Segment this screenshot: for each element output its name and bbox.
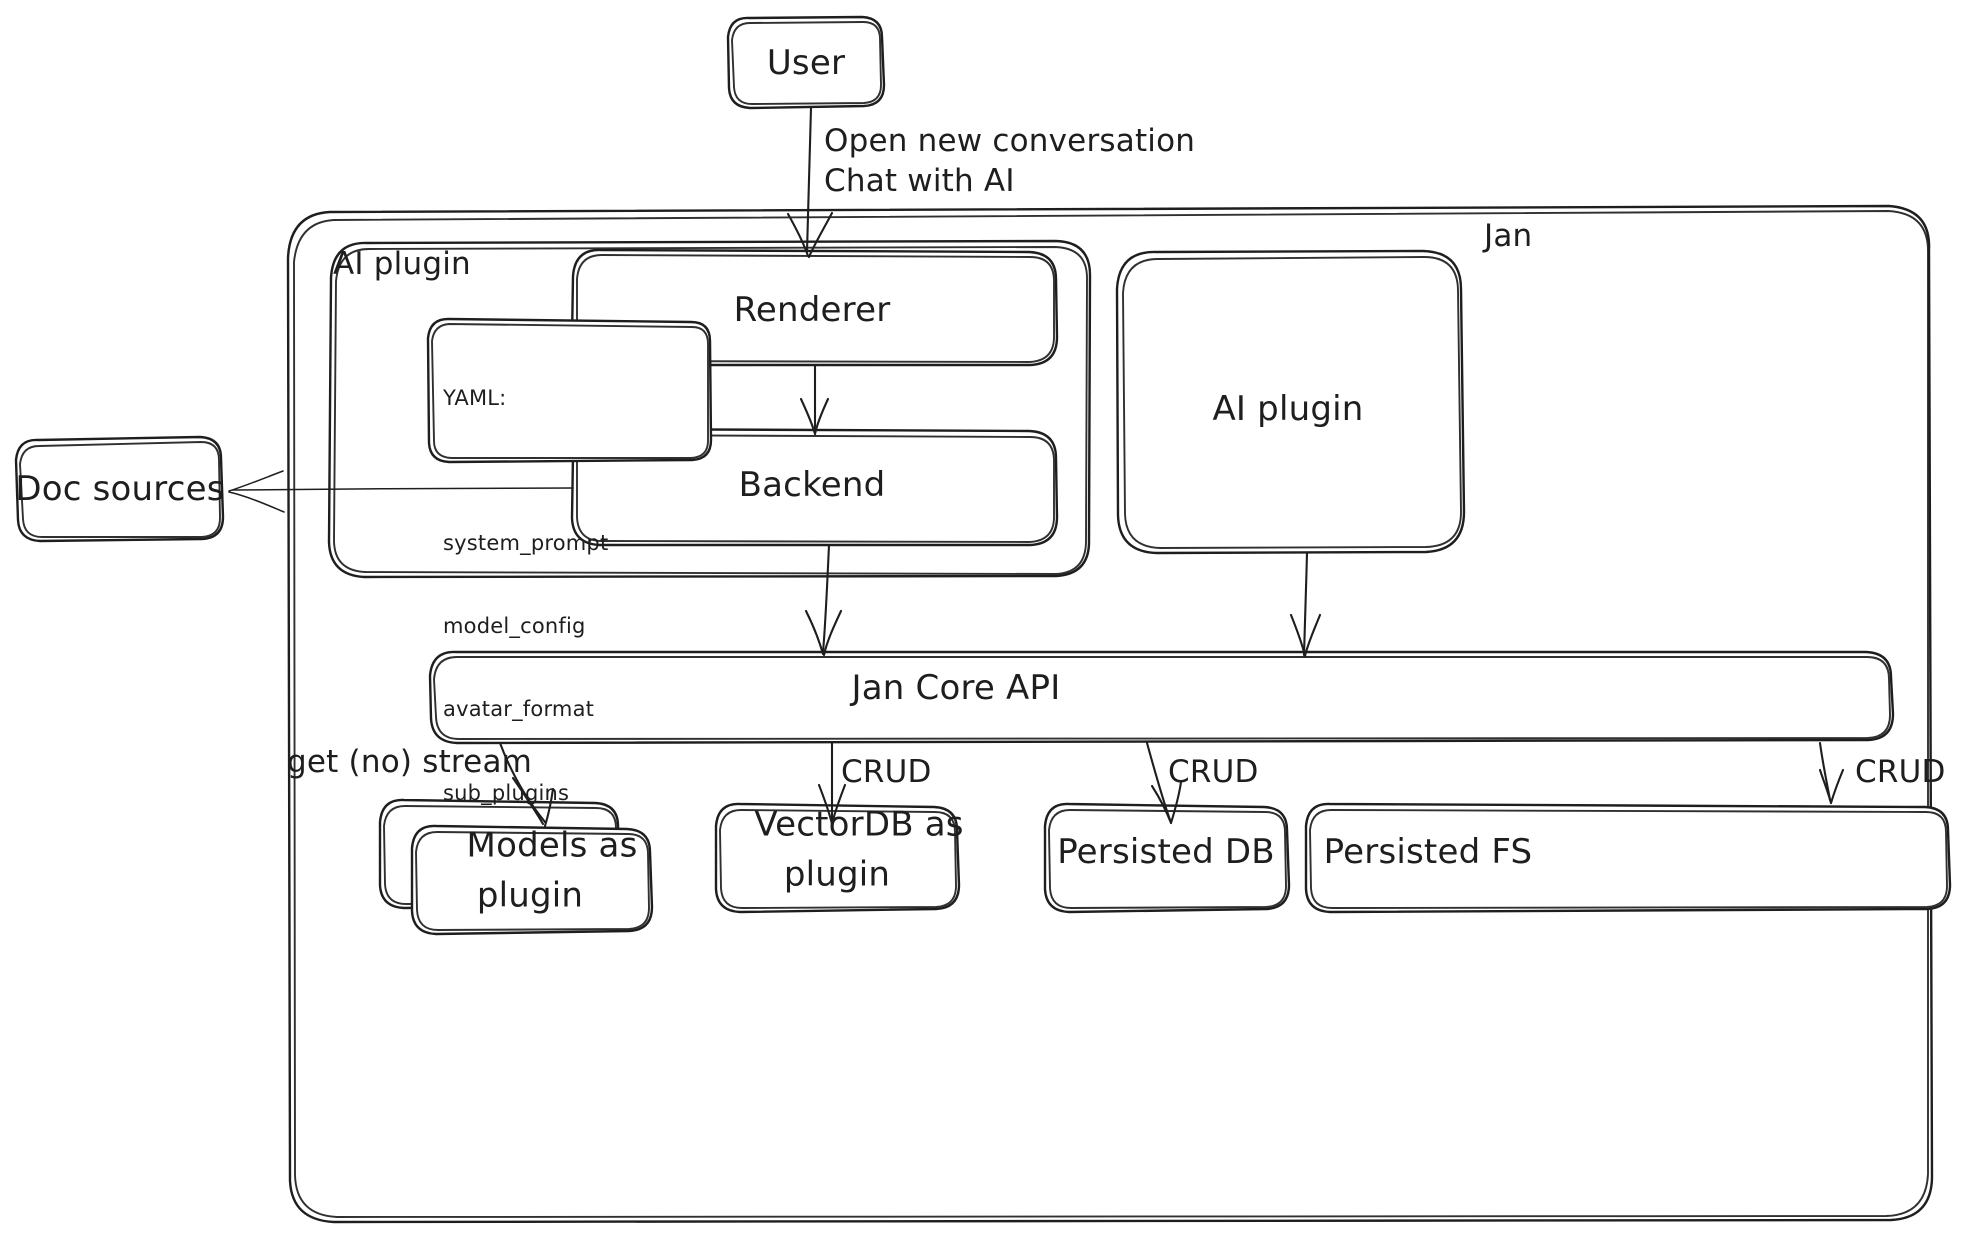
doc-sources-shape[interactable]: [14, 435, 225, 543]
models-as-plugin-shape[interactable]: [410, 824, 654, 936]
persisted-fs-shape[interactable]: [1304, 802, 1952, 914]
edge-core-to-vectordb: [817, 741, 847, 826]
user-shape[interactable]: [726, 15, 886, 110]
edge-backend-to-core: [804, 543, 843, 657]
jan-core-api-shape[interactable]: [428, 650, 1895, 745]
persisted-db-shape[interactable]: [1043, 802, 1291, 914]
ai-plugin-right-shape[interactable]: [1115, 249, 1466, 555]
edge-core-to-persisted-fs: [1818, 741, 1845, 805]
edge-renderer-to-backend: [799, 363, 830, 436]
edge-backend-to-doc-sources: [228, 470, 574, 513]
edge-core-to-persisted-db: [1145, 741, 1183, 825]
vectordb-as-plugin-shape[interactable]: [714, 802, 961, 914]
edge-ai-plugin-to-core: [1289, 551, 1322, 658]
yaml-card-shape: [426, 317, 713, 464]
edge-core-to-models: [498, 741, 555, 828]
edge-user-to-renderer: [786, 106, 834, 259]
